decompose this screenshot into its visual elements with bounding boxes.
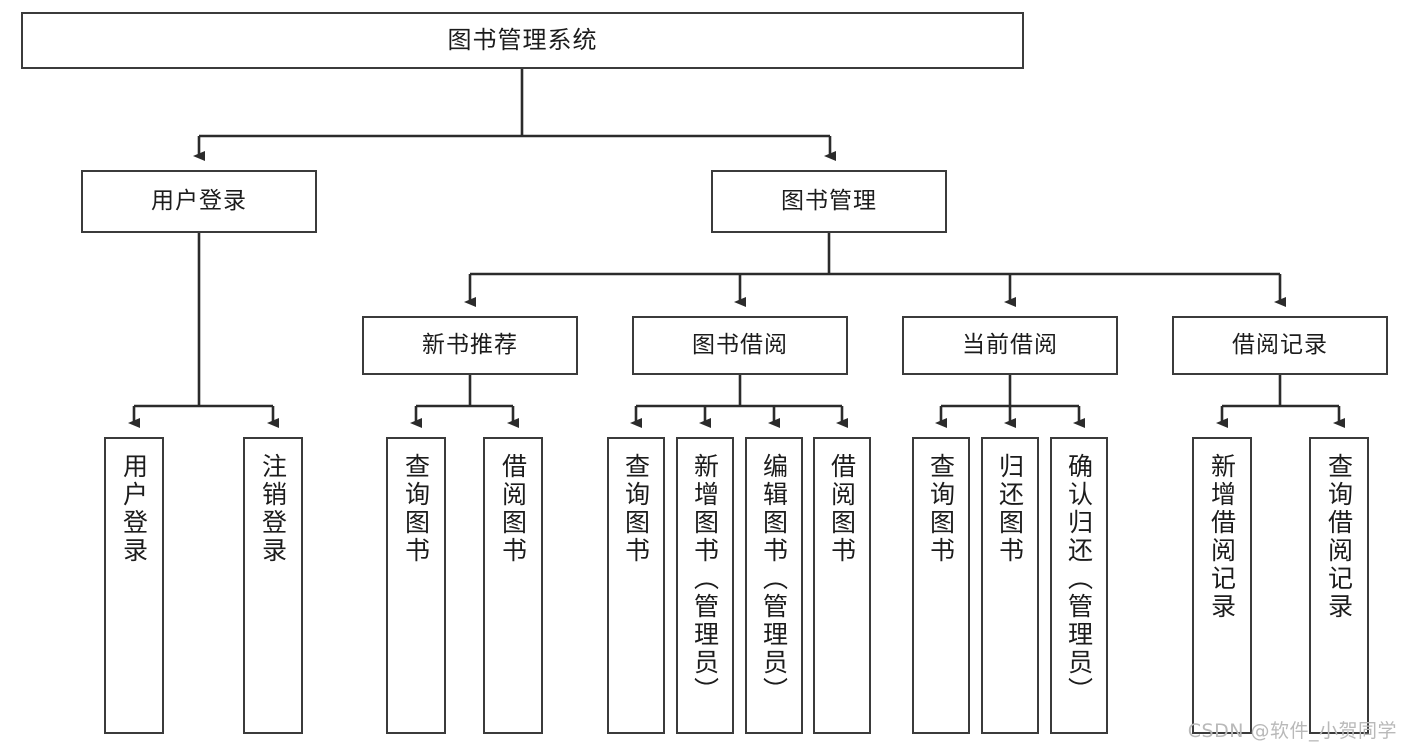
node-new-book-recommend[interactable]: 新书推荐 <box>362 316 578 375</box>
node-label: 借阅图书 <box>827 453 857 565</box>
node-label: 图书借阅 <box>692 331 788 358</box>
watermark-text: CSDN @软件_小贺同学 <box>1187 720 1397 742</box>
node-current-borrow[interactable]: 当前借阅 <box>902 316 1118 375</box>
node-label: 用户登录 <box>151 187 247 214</box>
node-borrow-record[interactable]: 借阅记录 <box>1172 316 1388 375</box>
leaf-edit-book-admin[interactable]: 编辑图书（管理员） <box>745 437 803 734</box>
node-label: 查询图书 <box>401 453 431 565</box>
leaf-query-borrow-record[interactable]: 查询借阅记录 <box>1309 437 1369 734</box>
leaf-logout[interactable]: 注销登录 <box>243 437 303 734</box>
node-label: 新书推荐 <box>422 331 518 358</box>
leaf-confirm-return-admin[interactable]: 确认归还（管理员） <box>1050 437 1108 734</box>
leaf-query-book-borrow[interactable]: 查询图书 <box>607 437 665 734</box>
node-label: 归还图书 <box>995 453 1025 565</box>
node-label: 借阅记录 <box>1232 331 1328 358</box>
node-label: 当前借阅 <box>962 331 1058 358</box>
node-label: 编辑图书（管理员） <box>759 453 789 705</box>
node-label: 查询图书 <box>926 453 956 565</box>
node-user-login[interactable]: 用户登录 <box>81 170 317 233</box>
node-book-management[interactable]: 图书管理 <box>711 170 947 233</box>
leaf-borrow-book-recommend[interactable]: 借阅图书 <box>483 437 543 734</box>
leaf-query-book-recommend[interactable]: 查询图书 <box>386 437 446 734</box>
leaf-user-login[interactable]: 用户登录 <box>104 437 164 734</box>
leaf-return-book[interactable]: 归还图书 <box>981 437 1039 734</box>
node-label: 查询图书 <box>621 453 651 565</box>
node-label: 借阅图书 <box>498 453 528 565</box>
leaf-query-book-current[interactable]: 查询图书 <box>912 437 970 734</box>
node-root-library-system[interactable]: 图书管理系统 <box>21 12 1024 69</box>
node-label: 图书管理 <box>781 187 877 214</box>
node-label: 新增借阅记录 <box>1207 453 1237 621</box>
node-label: 图书管理系统 <box>447 26 598 55</box>
node-label: 确认归还（管理员） <box>1064 453 1094 705</box>
leaf-add-borrow-record[interactable]: 新增借阅记录 <box>1192 437 1252 734</box>
node-book-borrow[interactable]: 图书借阅 <box>632 316 848 375</box>
node-label: 注销登录 <box>258 453 288 565</box>
node-label: 查询借阅记录 <box>1324 453 1354 621</box>
leaf-add-book-admin[interactable]: 新增图书（管理员） <box>676 437 734 734</box>
leaf-borrow-book[interactable]: 借阅图书 <box>813 437 871 734</box>
node-label: 新增图书（管理员） <box>690 453 720 705</box>
node-label: 用户登录 <box>119 453 149 565</box>
